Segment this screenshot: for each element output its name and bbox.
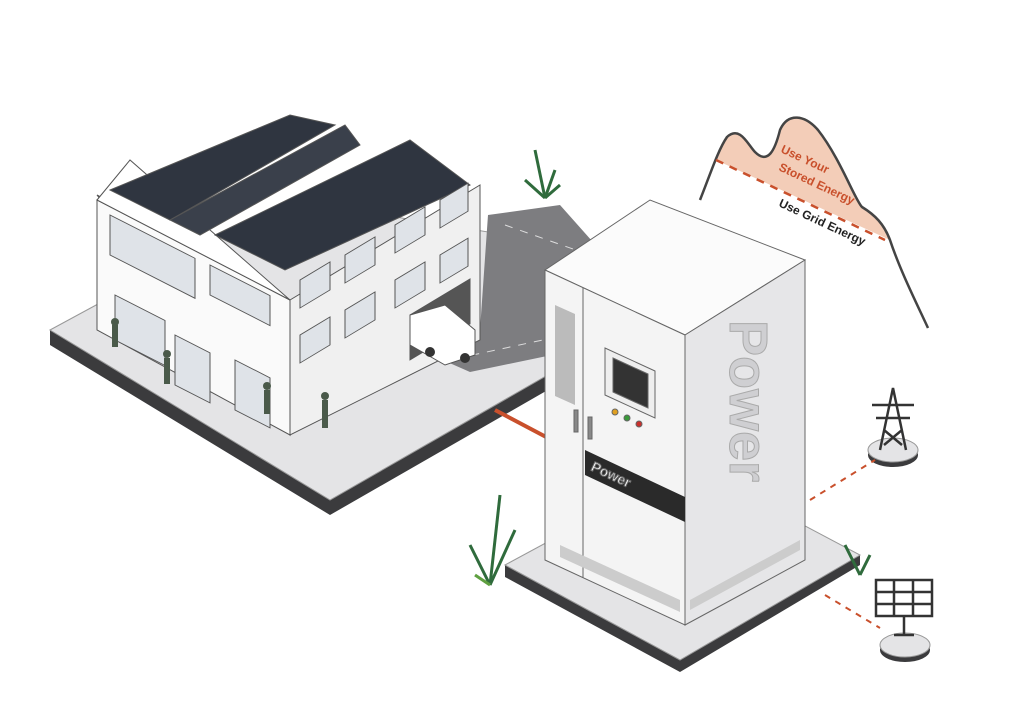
van (409, 304, 476, 366)
plant-icon (468, 494, 872, 587)
cabinet-side-brand: Power (718, 320, 778, 482)
battery-cabinet: Power Power (543, 199, 807, 626)
vent (555, 305, 575, 405)
connection-line (809, 459, 876, 501)
solar-roof-1 (108, 114, 337, 221)
door-handle (587, 416, 593, 440)
indicator-light (623, 414, 631, 422)
solar-roof-3 (213, 139, 471, 271)
energy-curve-chart: Use Your Stored Energy Use Grid Energy (698, 116, 930, 329)
grid-tower-icon (867, 387, 919, 467)
building (96, 114, 481, 437)
connection-line (824, 594, 881, 629)
plant-icon (523, 149, 561, 200)
solar-roof-2 (168, 124, 361, 236)
brand-band (585, 450, 685, 522)
door-handle (573, 409, 579, 433)
indicator-light (611, 408, 619, 416)
solar-panel-icon (874, 578, 934, 662)
connection-line (494, 408, 549, 440)
threshold-line (715, 158, 886, 242)
indicator-light (635, 420, 643, 428)
people (111, 318, 329, 428)
bottom-vent (560, 540, 800, 612)
